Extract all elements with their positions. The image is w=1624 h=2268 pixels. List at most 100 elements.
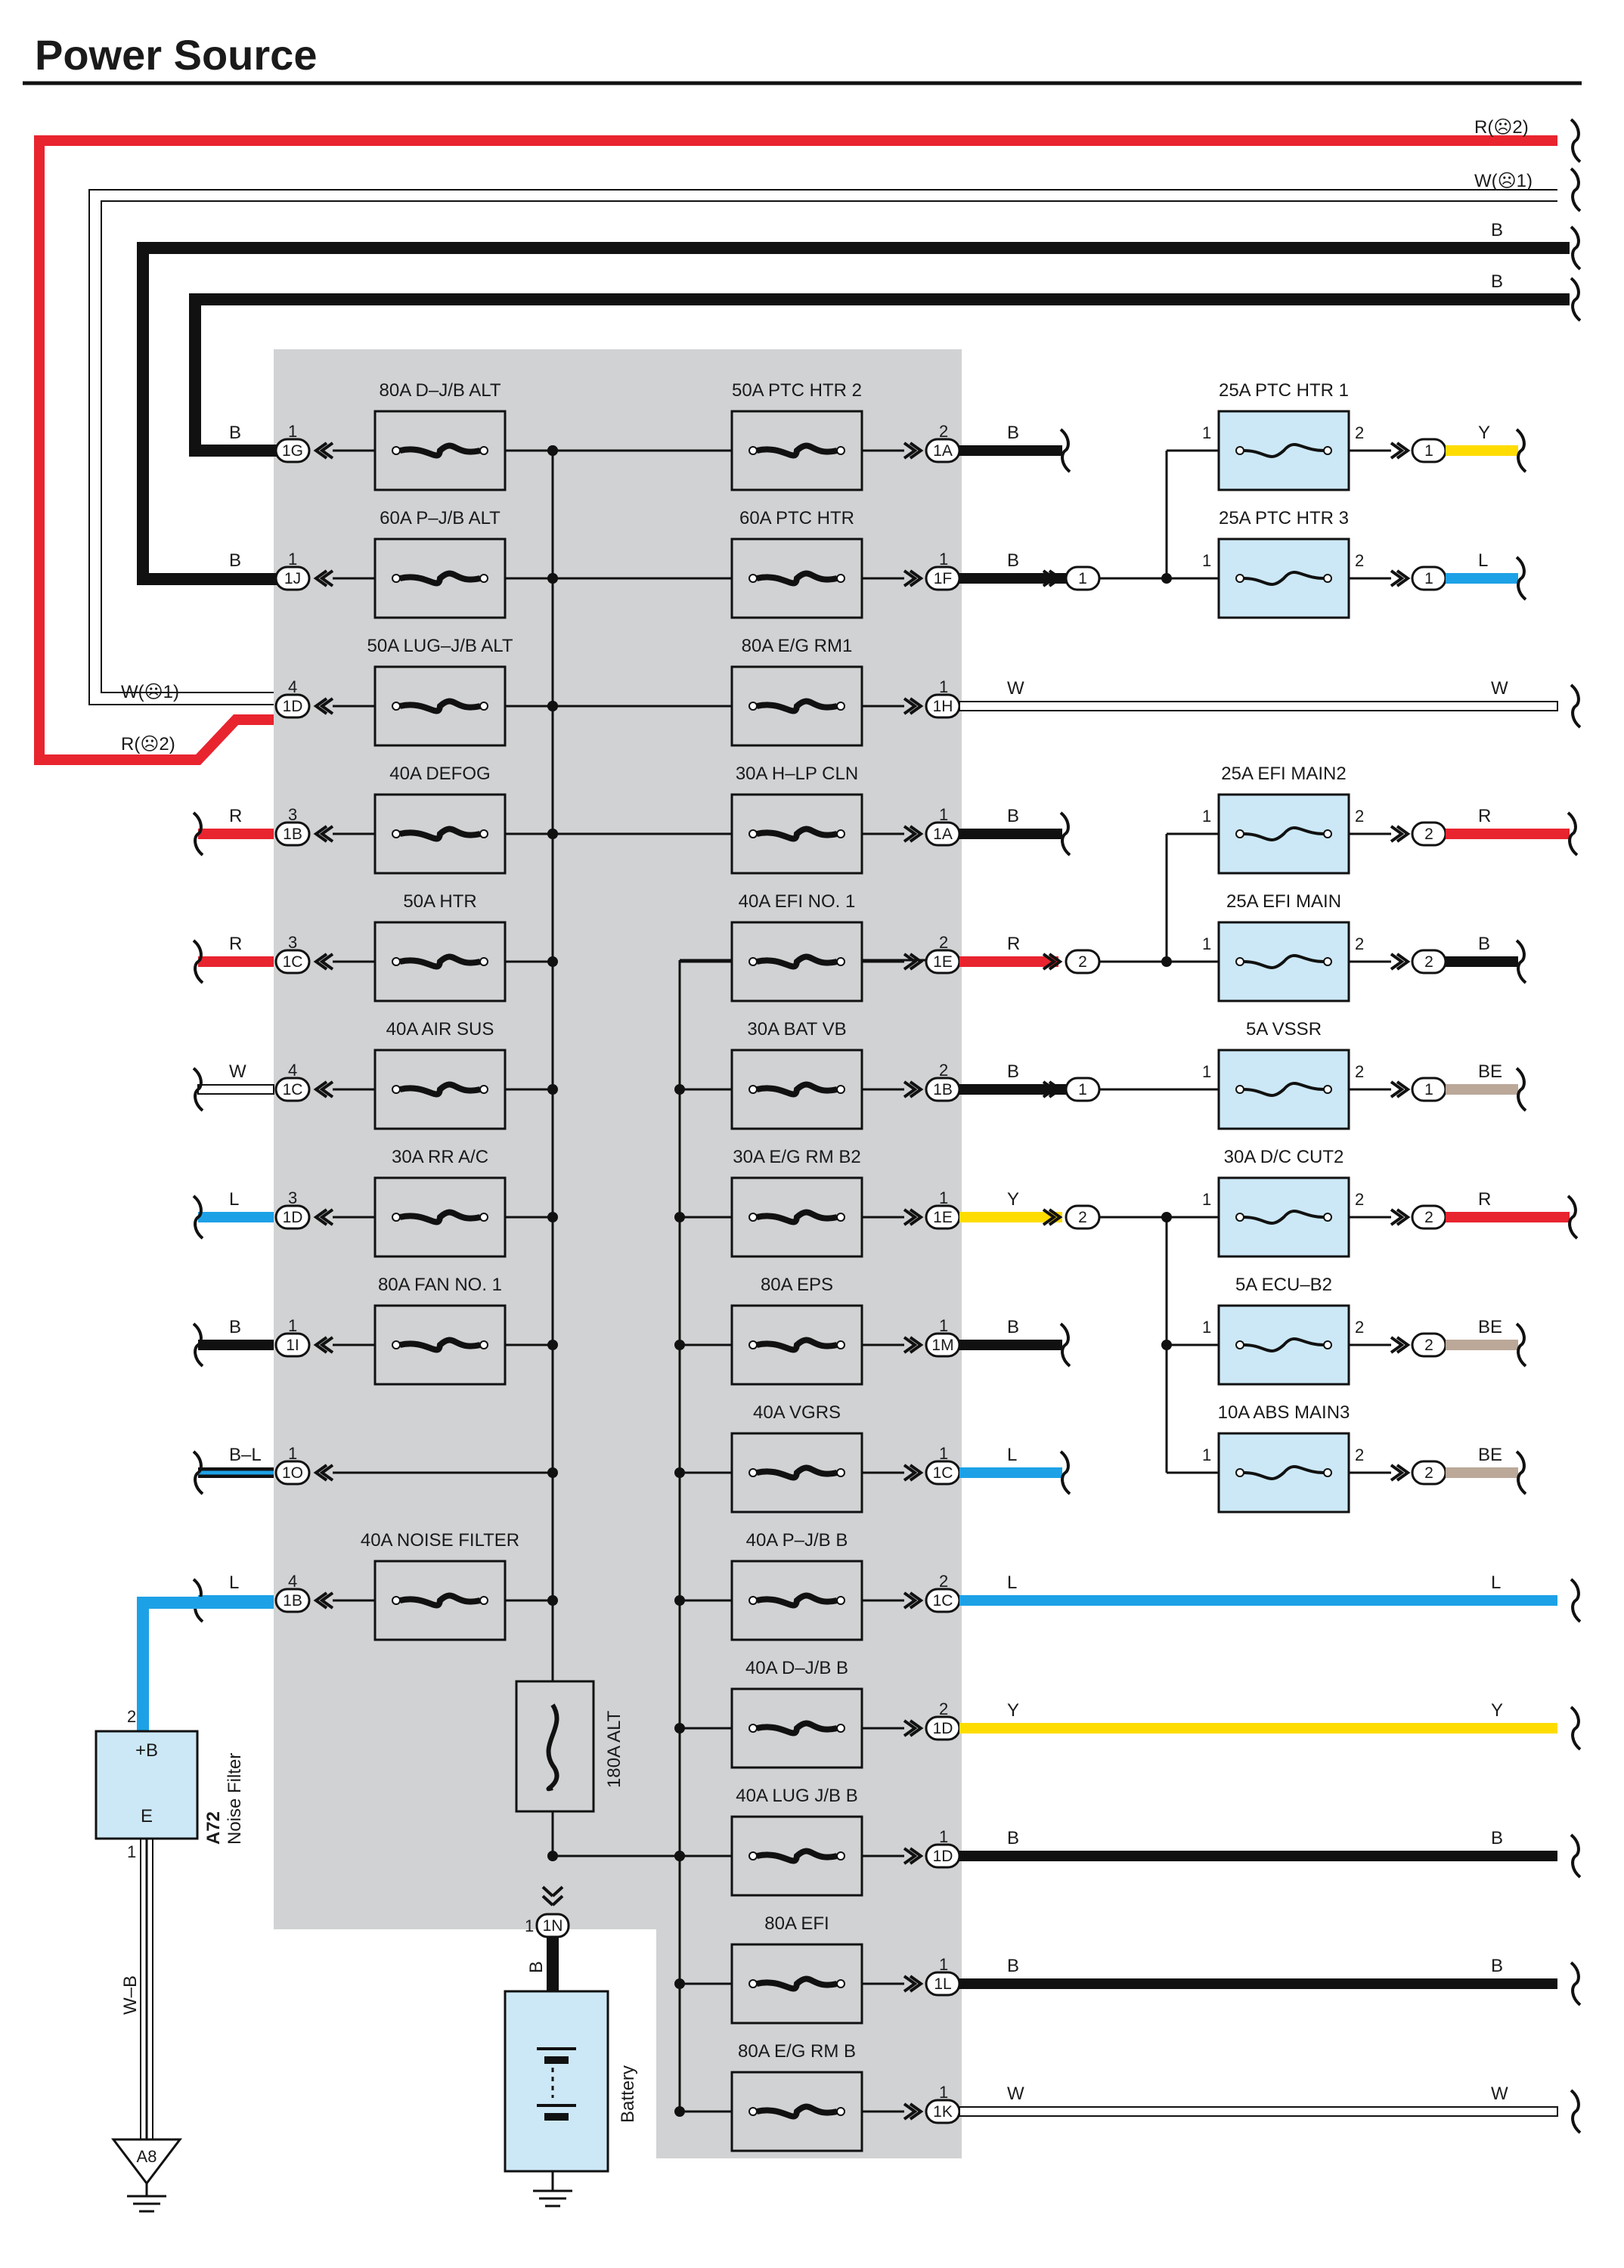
page-title: Power Source bbox=[35, 31, 317, 79]
connector-arrow-icon bbox=[1390, 1080, 1411, 1098]
blue-fuse-name: 5A VSSR bbox=[1246, 1019, 1322, 1040]
wire-label-b1: B bbox=[1491, 220, 1503, 240]
ground-icon bbox=[127, 2195, 166, 2213]
ground-icon bbox=[533, 2189, 572, 2208]
fuse-link-icon bbox=[546, 1703, 559, 1792]
junction-dot bbox=[547, 1595, 558, 1606]
wire-break-icon bbox=[1570, 225, 1582, 271]
connector-arrow-icon bbox=[903, 1080, 924, 1098]
battery-box bbox=[504, 1990, 609, 2173]
blue-wire-label: Y bbox=[1478, 423, 1490, 443]
wire-break-icon bbox=[1059, 811, 1071, 857]
noise-filter-box bbox=[95, 1730, 199, 1840]
fuse-link-icon bbox=[756, 826, 838, 842]
connector-arrow-icon bbox=[313, 1208, 334, 1226]
right-pin-label: 1 bbox=[939, 805, 948, 824]
junction-dot bbox=[547, 701, 558, 711]
right-pin-label: 1 bbox=[939, 1955, 948, 1974]
junction-dot bbox=[547, 1851, 558, 1861]
connector-arrow-icon bbox=[313, 1591, 334, 1610]
ground-point-icon bbox=[110, 2138, 183, 2186]
blue-fuse-name: 25A PTC HTR 1 bbox=[1219, 380, 1349, 401]
right-connector: 1D bbox=[925, 1715, 961, 1741]
right-wire-end-label: W bbox=[1491, 2084, 1508, 2104]
fuse-link-icon bbox=[1243, 443, 1325, 458]
left-pin-label: 1 bbox=[288, 550, 297, 569]
right-wire-label: B bbox=[1007, 1061, 1019, 1082]
right-connector: 1C bbox=[925, 1588, 961, 1613]
noise-filter-pin-bottom: 1 bbox=[127, 1842, 136, 1861]
junction-connector: 1 bbox=[1042, 565, 1219, 591]
right-wire-end-label: Y bbox=[1491, 1700, 1503, 1721]
left-pin-label: 3 bbox=[288, 1188, 297, 1207]
fuse-link-icon bbox=[1243, 1210, 1325, 1225]
wire-break-icon bbox=[1570, 118, 1582, 163]
connector-arrow-icon bbox=[1390, 1336, 1411, 1354]
junction-dot bbox=[674, 1851, 685, 1861]
connector-arrow-icon bbox=[313, 697, 334, 715]
noise-filter-terminal-b: +B bbox=[135, 1740, 158, 1761]
wire-break-icon bbox=[1570, 167, 1582, 212]
right-wire bbox=[959, 701, 1558, 711]
connector-arrow-icon bbox=[903, 825, 924, 843]
fuse-link-icon bbox=[1243, 1337, 1325, 1352]
right-connector-label: 1D bbox=[933, 1848, 953, 1865]
junction-dot bbox=[674, 1595, 685, 1606]
junction-dot bbox=[547, 1467, 558, 1478]
right-fuse-name: 80A EPS bbox=[761, 1275, 833, 1295]
blue-connector-label: 2 bbox=[1424, 1464, 1433, 1482]
right-wire bbox=[959, 2106, 1558, 2117]
blue-connector-label: 2 bbox=[1424, 1337, 1433, 1354]
wire-break-icon bbox=[1570, 1706, 1582, 1751]
right-wire-label: L bbox=[1007, 1572, 1017, 1593]
alt-fuse: 180A ALT bbox=[515, 1680, 624, 1813]
left-fuse-name: 40A NOISE FILTER bbox=[361, 1530, 519, 1551]
left-pin-label: 3 bbox=[288, 933, 297, 952]
left-connector: 1J bbox=[274, 565, 311, 591]
fuse-link-icon bbox=[756, 442, 838, 459]
left-wire-label: B–L bbox=[229, 1445, 262, 1465]
right-wire-label: R bbox=[1007, 934, 1020, 954]
right-fuse-name: 40A P–J/B B bbox=[746, 1530, 848, 1551]
right-wire-label: W bbox=[1007, 2084, 1024, 2104]
noise-filter-section: 2 +B E A72 Noise Filter 1 W–B A8 bbox=[95, 1597, 274, 2213]
blue-pin-out: 2 bbox=[1355, 934, 1364, 953]
left-wire-label: B bbox=[229, 423, 241, 443]
right-fuse-name: 50A PTC HTR 2 bbox=[732, 380, 862, 401]
right-connector: 1A bbox=[925, 821, 961, 847]
blue-connector: 2 bbox=[1411, 1204, 1447, 1230]
right-connector-label: 1D bbox=[933, 1720, 953, 1737]
fuse-link-icon bbox=[756, 2103, 838, 2120]
left-connector-label: 1G bbox=[282, 442, 303, 460]
fuse-link-icon bbox=[399, 1592, 481, 1609]
right-pin-label: 1 bbox=[939, 1827, 948, 1846]
wire-break-icon bbox=[1515, 1067, 1527, 1112]
junction-dot bbox=[674, 1467, 685, 1478]
left-wire-label: B bbox=[229, 1317, 241, 1337]
left-fuse-name: 80A D–J/B ALT bbox=[380, 380, 501, 401]
wire-break-icon bbox=[1570, 1961, 1582, 2006]
right-fuse-name: 60A PTC HTR bbox=[739, 508, 854, 528]
blue-fuse-name: 10A ABS MAIN3 bbox=[1218, 1402, 1350, 1423]
blue-connector: 1 bbox=[1411, 438, 1447, 463]
right-fuse-name: 40A D–J/B B bbox=[745, 1658, 848, 1678]
left-pin-label: 4 bbox=[288, 677, 297, 696]
right-connector-label: 1M bbox=[931, 1337, 953, 1354]
left-connector: 1G bbox=[274, 438, 311, 463]
right-wire-label: W bbox=[1007, 678, 1024, 699]
blue-connector: 2 bbox=[1411, 821, 1447, 847]
right-pin-label: 2 bbox=[939, 1699, 948, 1718]
right-connector-label: 1B bbox=[933, 1081, 953, 1098]
connector-arrow-icon bbox=[903, 1336, 924, 1354]
right-wire-end-label: L bbox=[1491, 1572, 1501, 1593]
left-connector-label: 1B bbox=[283, 826, 302, 843]
blue-pin-in: 1 bbox=[1202, 551, 1211, 570]
left-pin-label: 3 bbox=[288, 805, 297, 824]
connector-arrow-icon bbox=[313, 569, 334, 587]
